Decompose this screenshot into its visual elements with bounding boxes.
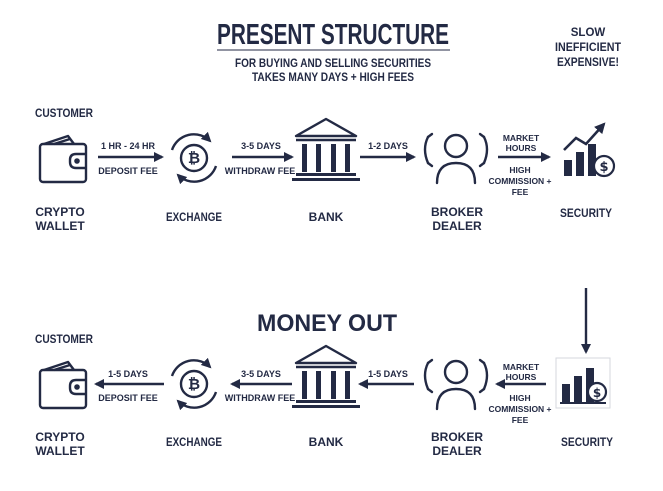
callout-inefficient: INEFFICIENT (555, 42, 621, 54)
top-bank-label: BANK (309, 210, 344, 224)
bottom-broker-label-2: DEALER (432, 444, 482, 458)
bottom-wallet-label-2: WALLET (35, 444, 85, 458)
bottom-arrow4-hours-1: MARKET (503, 362, 540, 372)
top-arrow1-fee: DEPOSIT FEE (98, 166, 158, 176)
bottom-broker-label-1: BROKER (431, 430, 483, 444)
top-security-label: SECURITY (560, 206, 612, 220)
bank-icon (292, 117, 360, 181)
top-broker-label-1: BROKER (431, 205, 483, 219)
top-customer-label: CUSTOMER (35, 106, 93, 120)
subtitle-line-2: TAKES MANY DAYS + HIGH FEES (252, 72, 414, 84)
bottom-arrow2-time: 3-5 DAYS (241, 369, 281, 379)
wallet-icon (38, 360, 88, 410)
top-arrow4-fee-3: FEE (512, 187, 529, 197)
bottom-customer-label: CUSTOMER (35, 332, 93, 346)
top-arrow4-hours-2: HOURS (506, 143, 537, 153)
svg-text:$: $ (593, 386, 601, 400)
broker-dealer-icon (423, 132, 489, 185)
security-growth-icon: $ (563, 122, 616, 178)
bitcoin-exchange-icon: ₿ (170, 357, 218, 411)
top-exchange-label: EXCHANGE (166, 210, 222, 224)
bottom-arrow4-hours-2: HOURS (506, 372, 537, 382)
top-arrow4-fee-2: COMMISSION + (488, 176, 551, 186)
top-arrow2-fee: WITHDRAW FEE (225, 166, 296, 176)
wallet-icon (38, 134, 88, 184)
top-arrow4-fee-1: HIGH (509, 165, 530, 175)
callout-slow: SLOW (571, 27, 606, 39)
top-arrow4-hours-1: MARKET (503, 133, 540, 143)
top-arrow3-time: 1-2 DAYS (368, 141, 408, 151)
svg-text:₿: ₿ (188, 149, 200, 167)
bottom-arrow4-fee-2: COMMISSION + (488, 404, 551, 414)
bottom-arrow1-fee: DEPOSIT FEE (98, 393, 158, 403)
money-out-heading: MONEY OUT (257, 310, 397, 337)
security-chart-icon: $ (555, 357, 611, 409)
svg-text:₿: ₿ (188, 375, 200, 393)
subtitle-line-1: FOR BUYING AND SELLING SECURITIES (235, 58, 431, 70)
bottom-arrow4-fee-1: HIGH (509, 393, 530, 403)
bottom-security-label: SECURITY (561, 435, 613, 449)
page-title: PRESENT STRUCTURE (217, 19, 449, 51)
bottom-arrow3-time: 1-5 DAYS (368, 369, 408, 379)
top-arrow1-time: 1 HR - 24 HR (101, 141, 156, 151)
bottom-exchange-label: EXCHANGE (166, 435, 222, 449)
bottom-arrow4-fee-3: FEE (512, 415, 529, 425)
top-broker-label-2: DEALER (432, 219, 482, 233)
bitcoin-exchange-icon: ₿ (170, 131, 218, 185)
top-wallet-label-1: CRYPTO (35, 205, 84, 219)
bottom-arrow1-time: 1-5 DAYS (108, 369, 148, 379)
bank-icon (292, 344, 360, 408)
svg-text:$: $ (599, 160, 608, 175)
bottom-wallet-label-1: CRYPTO (35, 430, 84, 444)
broker-dealer-icon (423, 358, 489, 411)
top-wallet-label-2: WALLET (35, 219, 85, 233)
callout-expensive: EXPENSIVE! (557, 57, 619, 69)
bottom-bank-label: BANK (309, 435, 344, 449)
bottom-arrow2-fee: WITHDRAW FEE (225, 393, 296, 403)
top-arrow2-time: 3-5 DAYS (241, 141, 281, 151)
